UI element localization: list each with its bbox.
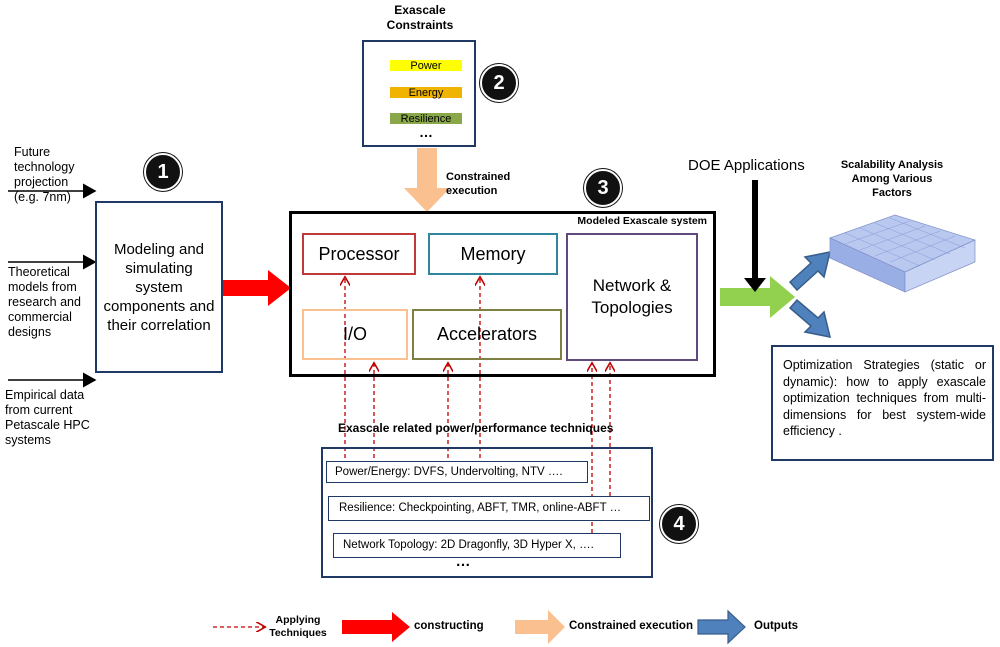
optimization-box: Optimization Strategies (static or dynam… [771, 345, 994, 461]
technique-power-energy: Power/Energy: DVFS, Undervolting, NTV …. [326, 461, 588, 483]
constraint-resilience: Resilience [390, 113, 462, 125]
system-title: Modeled Exascale system [577, 215, 707, 227]
output-arrow [720, 276, 795, 318]
constraints-title: Exascale Constraints [386, 3, 454, 32]
input-theoretical: Theoretical models from research and com… [8, 265, 81, 339]
legend-red-arrow [342, 612, 410, 642]
memory-label: Memory [460, 243, 526, 264]
constructing-arrow [223, 270, 291, 306]
memory-box: Memory [428, 233, 558, 275]
legend-constrained-label: Constrained execution [569, 620, 693, 632]
modeling-box-label: Modeling and simulating system component… [103, 240, 215, 334]
scalability-surface-plot [829, 214, 976, 293]
constrained-execution-label: Constrained execution [446, 171, 511, 197]
network-box: Network & Topologies [566, 233, 698, 361]
constraints-box: Power Energy Resilience … [362, 40, 476, 147]
constraint-energy: Energy [390, 87, 462, 99]
processor-label: Processor [318, 243, 400, 264]
io-box: I/O [302, 309, 408, 360]
doe-arrow-head [744, 278, 766, 292]
input-empirical: Empirical data from current Petascale HP… [5, 388, 90, 447]
constrained-arrow [404, 148, 450, 212]
step-4-badge: 4 [660, 505, 698, 543]
legend-constructing-label: constructing [414, 620, 484, 632]
output-arrow-down [788, 298, 832, 338]
legend-outputs-label: Outputs [754, 620, 799, 632]
processor-box: Processor [302, 233, 416, 275]
step-2-badge: 2 [480, 64, 518, 102]
technique-network-topology: Network Topology: 2D Dragonfly, 3D Hyper… [333, 533, 621, 558]
accelerators-label: Accelerators [436, 324, 538, 344]
constraints-more: … [419, 124, 433, 140]
modeling-box: Modeling and simulating system component… [95, 201, 223, 373]
accelerators-box: Accelerators [412, 309, 562, 360]
techniques-more: … [455, 553, 471, 570]
legend-blue-arrow [697, 609, 746, 645]
scalability-label: Scalability Analysis Among Various Facto… [840, 159, 944, 199]
step-3-badge: 3 [584, 169, 622, 207]
network-label: Network & Topologies [591, 276, 673, 317]
legend-applying-label: Applying Techniques [269, 614, 327, 639]
technique-resilience: Resilience: Checkpointing, ABFT, TMR, on… [328, 496, 650, 521]
output-arrow-up [788, 251, 832, 292]
optimization-text: Optimization Strategies (static or dynam… [783, 358, 986, 438]
techniques-title: Exascale related power/performance techn… [338, 421, 614, 435]
constraint-power: Power [390, 60, 462, 72]
step-1-badge: 1 [144, 153, 182, 191]
io-label: I/O [342, 324, 367, 344]
doe-applications-label: DOE Applications [688, 157, 805, 174]
techniques-box [321, 447, 653, 578]
input-future-tech: Future technology projection (e.g. 7nm) [14, 145, 75, 204]
modeled-exascale-system: Modeled Exascale system [289, 211, 716, 377]
legend-peach-arrow [515, 610, 565, 644]
